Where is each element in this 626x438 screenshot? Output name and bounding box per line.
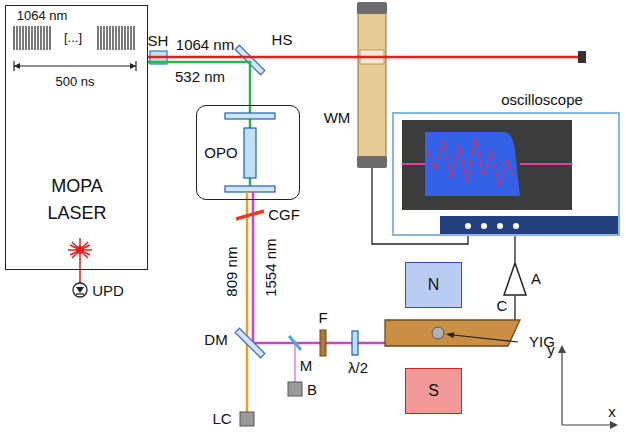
node-text: S: [428, 382, 439, 400]
part-label: x: [608, 403, 616, 420]
connector: [372, 168, 468, 244]
part-label: 1554 nm: [261, 239, 278, 297]
part-label: LC: [212, 410, 231, 427]
opo-box: OPO: [196, 105, 300, 200]
part-label: M: [300, 357, 313, 374]
amplifier-symbol: A: [503, 262, 527, 296]
connector: [514, 236, 515, 262]
part-label: UPD: [92, 282, 124, 299]
part-label: λ/2: [348, 359, 368, 376]
node-text: OPO: [204, 144, 237, 161]
node-text: 500 ns: [55, 75, 94, 90]
part-label: B: [307, 381, 317, 398]
node-text: C: [497, 297, 508, 314]
node-text: 1064 nm: [17, 9, 68, 24]
cavity: C: [385, 320, 520, 346]
part-label: 532 nm: [175, 68, 225, 85]
node-text: MOPA LASER: [32, 173, 122, 227]
part-label: 809 nm: [223, 247, 240, 297]
oscilloscope-box: oscilloscope: [392, 112, 620, 236]
node-text: N: [428, 276, 440, 294]
wavemeter: WM: [357, 2, 387, 168]
part-label: DM: [204, 331, 227, 348]
laser-box: 1064 nm [...] 500 ns MOPA LASER: [5, 5, 148, 270]
node-text: oscilloscope: [501, 91, 583, 108]
magnet-pole: N: [405, 262, 462, 308]
node-text: A: [531, 270, 541, 287]
node-text: WM: [324, 109, 351, 126]
part-label: SH: [148, 32, 169, 49]
connector: [148, 62, 250, 105]
connector: [514, 296, 515, 320]
part-label: HS: [272, 31, 293, 48]
part-label: F: [318, 309, 327, 326]
magnet-pole: S: [405, 368, 462, 414]
part-label: CGF: [268, 206, 300, 223]
node-text: [...]: [64, 31, 82, 46]
part-label: 1064 nm: [176, 36, 234, 53]
part-label: y: [547, 341, 555, 358]
